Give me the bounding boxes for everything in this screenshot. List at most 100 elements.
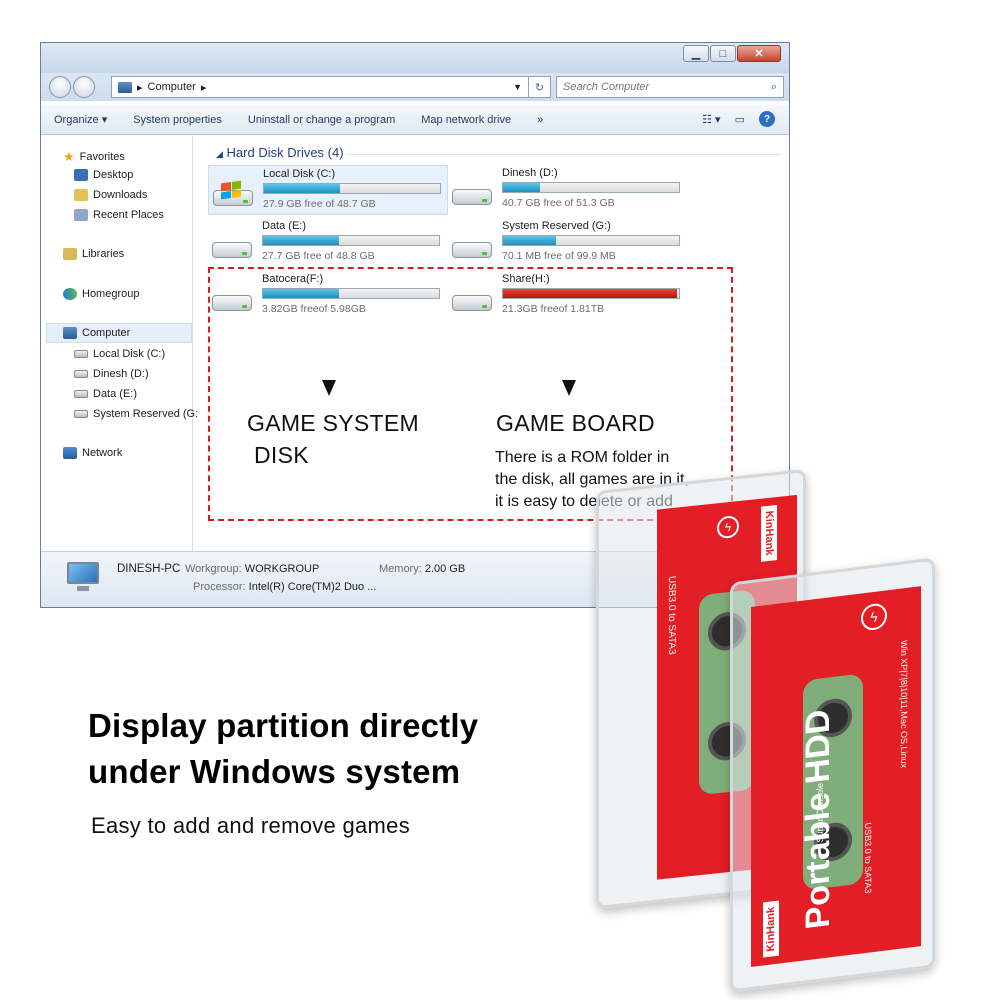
search-box[interactable]: ⌕ xyxy=(556,76,784,98)
breadcrumb-chevron-icon[interactable]: ▸ xyxy=(200,81,207,94)
preview-pane-icon[interactable]: ▭ xyxy=(734,113,745,126)
group-header[interactable]: ◢ Hard Disk Drives (4) xyxy=(216,145,344,160)
drive-free-space: 27.7 GB free of 48.8 GB xyxy=(262,250,375,262)
nav-favorites[interactable]: ★ Favorites xyxy=(63,149,125,165)
more-commands-button[interactable]: » xyxy=(537,113,544,126)
nav-downloads-label: Downloads xyxy=(93,189,148,201)
drive-tile[interactable]: Share(H:) 21.3GB freeof 1.81TB xyxy=(448,271,688,321)
command-bar: Organize ▾ System properties Uninstall o… xyxy=(41,105,789,135)
hard-drive-windows-icon xyxy=(213,180,253,208)
help-icon[interactable]: ? xyxy=(759,111,775,127)
memory-label: Memory: xyxy=(379,563,422,575)
drive-tile[interactable]: Batocera(F:) 3.82GB freeof 5.98GB xyxy=(208,271,448,321)
nav-libraries-label: Libraries xyxy=(82,248,125,260)
drive-tile[interactable]: Dinesh (D:) 40.7 GB free of 51.3 GB xyxy=(448,165,688,215)
nav-computer[interactable]: Computer xyxy=(46,323,192,343)
organize-label: Organize xyxy=(54,114,99,126)
headline-line-1: Display partition directly xyxy=(88,707,479,744)
search-icon[interactable]: ⌕ xyxy=(770,80,777,93)
organize-button[interactable]: Organize ▾ xyxy=(54,114,108,126)
drive-free-space: 27.9 GB free of 48.7 GB xyxy=(263,198,376,210)
address-bar[interactable]: ▸ Computer ▸ ▼ xyxy=(111,76,551,98)
view-options-icon[interactable]: ☷ ▾ xyxy=(702,113,721,126)
nav-dinesh-d[interactable]: Dinesh (D:) xyxy=(74,368,149,380)
drive-tile[interactable]: Local Disk (C:) 27.9 GB free of 48.7 GB xyxy=(208,165,448,215)
nav-data-e-label: Data (E:) xyxy=(93,388,138,400)
address-dropdown-icon[interactable]: ▼ xyxy=(513,82,522,92)
title-bar: ▁ □ ✕ xyxy=(41,43,789,73)
nav-local-disk-c[interactable]: Local Disk (C:) xyxy=(74,348,165,360)
nav-network[interactable]: Network xyxy=(63,447,122,459)
back-button[interactable] xyxy=(49,76,71,98)
note-line: There is a ROM folder in xyxy=(495,449,670,466)
nav-homegroup-label: Homegroup xyxy=(82,288,140,300)
processor-row: Processor: Intel(R) Core(TM)2 Duo ... xyxy=(193,581,376,593)
explorer-window: ▁ □ ✕ ▸ Computer ▸ ▼ ↻ ⌕ Organize ▾ Syst… xyxy=(40,42,790,608)
homegroup-icon xyxy=(63,288,77,300)
drive-tile[interactable]: Data (E:) 27.7 GB free of 48.8 GB xyxy=(208,218,448,268)
map-network-drive-button[interactable]: Map network drive xyxy=(421,113,512,126)
navigation-pane: ★ Favorites Desktop Downloads Recent Plac… xyxy=(41,136,198,551)
collapse-chevron-icon[interactable]: ◢ xyxy=(216,149,223,159)
pc-name: DINESH-PC xyxy=(117,563,181,575)
star-icon: ★ xyxy=(63,149,75,164)
drive-free-space: 3.82GB freeof 5.98GB xyxy=(262,303,366,315)
highlight-box xyxy=(208,267,733,521)
headline-line-2: under Windows system xyxy=(88,753,461,790)
forward-button[interactable] xyxy=(73,76,95,98)
drive-free-space: 40.7 GB free of 51.3 GB xyxy=(502,197,615,209)
drive-usage-fill xyxy=(263,236,339,245)
subheadline: Easy to add and remove games xyxy=(91,813,411,838)
down-arrow-icon xyxy=(562,380,576,396)
hard-drive-icon xyxy=(212,287,252,313)
memory-row: Memory: 2.00 GB xyxy=(379,563,465,575)
game-system-caption: GAME SYSTEM xyxy=(247,410,419,436)
drive-usage-bar xyxy=(263,183,441,194)
game-system-caption-2: DISK xyxy=(254,442,309,468)
maximize-button[interactable]: □ xyxy=(710,45,736,62)
down-arrow-icon xyxy=(322,380,336,396)
hard-drive-icon xyxy=(452,234,492,260)
cassette-front-label: Portable HDD Super Console KinHank Win X… xyxy=(751,586,921,968)
computer-monitor-icon xyxy=(63,560,103,594)
nav-downloads[interactable]: Downloads xyxy=(74,189,147,201)
nav-system-reserved-g[interactable]: System Reserved (G: xyxy=(74,408,198,420)
uninstall-program-button[interactable]: Uninstall or change a program xyxy=(247,113,396,126)
nav-local-c-label: Local Disk (C:) xyxy=(93,348,166,360)
nav-recent-places[interactable]: Recent Places xyxy=(74,209,164,221)
minimize-button[interactable]: ▁ xyxy=(683,45,709,62)
brand-badge: KinHank xyxy=(761,505,777,562)
nav-homegroup[interactable]: Homegroup xyxy=(63,288,139,300)
drive-name: Batocera(F:) xyxy=(262,273,324,285)
nav-desktop[interactable]: Desktop xyxy=(74,169,133,181)
processor-label: Processor: xyxy=(193,581,246,593)
drive-usage-fill xyxy=(264,184,340,193)
game-board-caption: GAME BOARD xyxy=(496,410,655,436)
downloads-folder-icon xyxy=(74,189,88,201)
nav-libraries[interactable]: Libraries xyxy=(63,248,124,260)
close-button[interactable]: ✕ xyxy=(737,45,781,62)
drive-tile[interactable]: System Reserved (G:) 70.1 MB free of 99.… xyxy=(448,218,688,268)
drive-usage-bar xyxy=(262,288,440,299)
processor-value: Intel(R) Core(TM)2 Duo ... xyxy=(248,581,377,593)
workgroup-value: WORKGROUP xyxy=(244,563,320,575)
refresh-icon[interactable]: ↻ xyxy=(528,76,550,98)
nav-reserved-g-label: System Reserved (G: xyxy=(93,408,199,420)
drive-name: Data (E:) xyxy=(262,220,307,232)
nav-computer-label: Computer xyxy=(82,327,131,339)
drive-icon xyxy=(74,410,88,418)
network-icon xyxy=(63,447,77,459)
drive-usage-fill xyxy=(503,236,556,245)
drive-usage-fill xyxy=(263,289,339,298)
nav-desktop-label: Desktop xyxy=(93,169,134,181)
computer-icon xyxy=(63,327,77,339)
search-input[interactable] xyxy=(563,81,771,93)
system-properties-button[interactable]: System properties xyxy=(133,113,222,126)
drive-usage-fill xyxy=(503,183,540,192)
memory-value: 2.00 GB xyxy=(424,563,466,575)
nav-data-e[interactable]: Data (E:) xyxy=(74,388,137,400)
hard-drive-icon xyxy=(452,287,492,313)
breadcrumb-computer[interactable]: Computer xyxy=(147,81,196,93)
workgroup-row: Workgroup: WORKGROUP xyxy=(185,563,319,575)
nav-favorites-label: Favorites xyxy=(79,151,125,163)
